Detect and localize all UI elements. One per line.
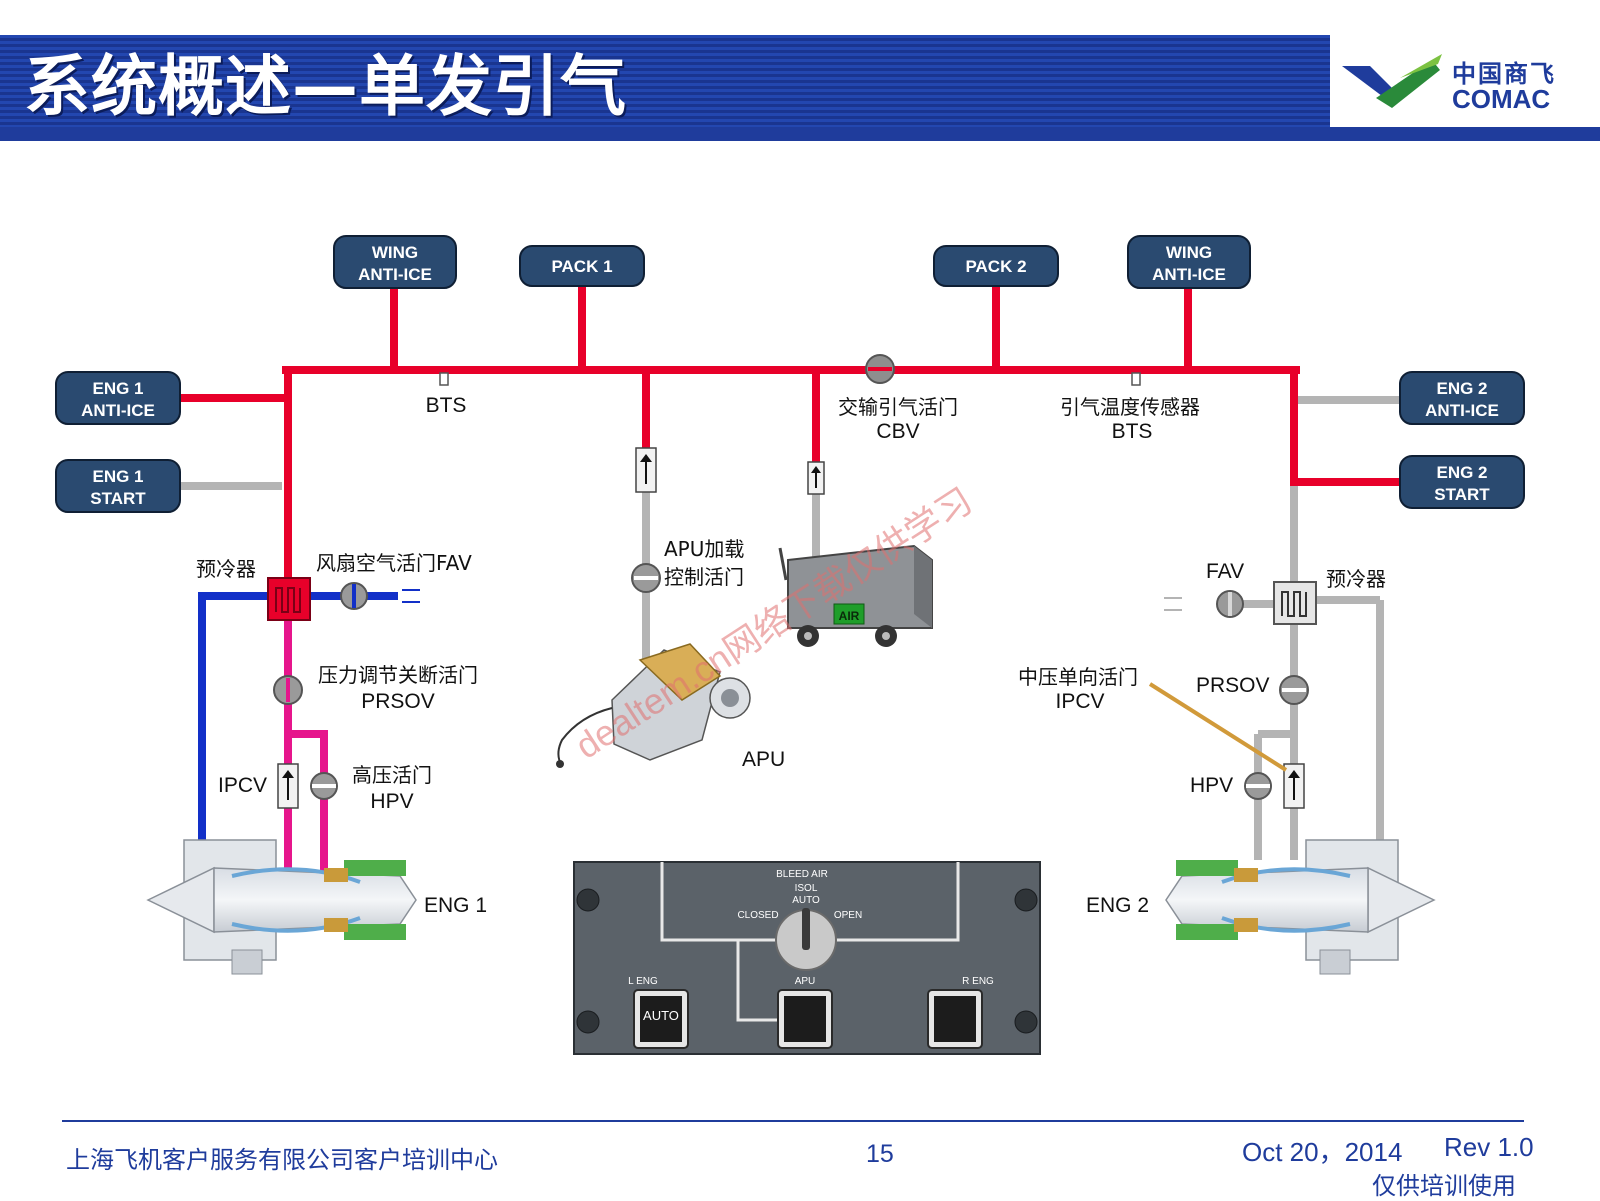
fav-left-label: 风扇空气活门FAV	[316, 551, 472, 575]
svg-text:WING: WING	[372, 243, 418, 262]
cbv-valve	[865, 354, 895, 384]
page-title: 系统概述—单发引气	[24, 48, 627, 125]
bts-label-cn: 引气温度传感器	[1060, 395, 1200, 419]
eng-1-start-box: ENG 1 START	[55, 459, 181, 513]
panel-title: BLEED AIR	[776, 869, 828, 880]
ipcv-leader-line	[1148, 682, 1288, 772]
engine-air-duct	[284, 614, 328, 880]
ground-air-cart-illustration	[778, 544, 933, 647]
panel-closed-label: CLOSED	[737, 910, 778, 921]
inactive-duct-dashes	[1164, 597, 1182, 611]
logo-text-en: COMAC	[1452, 84, 1551, 114]
prsov-valve-right	[1279, 675, 1309, 705]
wing-anti-ice-right-box: WING ANTI-ICE	[1127, 235, 1251, 289]
prsov-right-label: PRSOV	[1196, 674, 1270, 697]
l-eng-bleed-button-legend: AUTO	[643, 1008, 679, 1023]
hpv-valve-left	[310, 772, 338, 800]
svg-text:WING: WING	[1166, 243, 1212, 262]
page-number: 15	[866, 1140, 894, 1168]
eng-1-anti-ice-box: ENG 1 ANTI-ICE	[55, 371, 181, 425]
bts-label-right: BTS	[1112, 420, 1153, 443]
precooler-left-label: 预冷器	[196, 557, 256, 581]
footer-organization: 上海飞机客户服务有限公司客户培训中心	[66, 1146, 498, 1174]
wing-anti-ice-left-box: WING ANTI-ICE	[333, 235, 457, 289]
ipcv-left-label: IPCV	[218, 774, 267, 797]
ipcv-right-label: IPCV	[1055, 690, 1104, 713]
precooler-left	[267, 577, 311, 621]
svg-text:ANTI-ICE: ANTI-ICE	[358, 265, 432, 284]
ipcv-valve-left	[277, 763, 299, 809]
footer-revision: Rev 1.0	[1444, 1132, 1534, 1162]
logo-text-cn: 中国商飞	[1452, 60, 1556, 88]
fav-valve-left	[340, 582, 368, 610]
header-bar	[0, 35, 1330, 141]
pack-1-box: PACK 1	[519, 245, 645, 287]
panel-isol-label: ISOL	[795, 883, 818, 894]
svg-text:ENG 1: ENG 1	[92, 379, 143, 398]
bts-label-left: BTS	[426, 394, 467, 417]
panel-l-eng-label: L ENG	[628, 976, 658, 987]
fav-right-label: FAV	[1206, 560, 1244, 583]
panel-auto-label: AUTO	[792, 895, 820, 906]
prsov-left-label-cn: 压力调节关断活门	[318, 663, 478, 687]
svg-text:ENG 2: ENG 2	[1436, 463, 1487, 482]
precooler-right-label: 预冷器	[1326, 567, 1386, 591]
svg-text:ENG 1: ENG 1	[92, 467, 143, 486]
apu-valve-label-line2: 控制活门	[664, 565, 744, 589]
cbv-label: CBV	[876, 420, 919, 443]
bts-sensor-left	[439, 372, 449, 386]
comac-logo: 中国商飞 COMAC	[1340, 50, 1590, 120]
prsov-left-label: PRSOV	[361, 690, 435, 713]
ipcv-right-label-cn: 中压单向活门	[1018, 665, 1138, 689]
eng-1-label: ENG 1	[424, 894, 487, 917]
svg-text:START: START	[1434, 485, 1490, 504]
panel-apu-label: APU	[795, 976, 816, 987]
eng-2-anti-ice-box: ENG 2 ANTI-ICE	[1399, 371, 1525, 425]
comac-logo-icon	[1342, 54, 1442, 108]
engine-2-illustration	[1165, 839, 1436, 975]
hpv-right-label: HPV	[1190, 774, 1233, 797]
fan-air-duct	[198, 592, 398, 850]
svg-text:PACK 2: PACK 2	[965, 257, 1026, 276]
svg-text:ENG 2: ENG 2	[1436, 379, 1487, 398]
apu-check-valve	[635, 447, 657, 493]
ipcv-valve-right	[1283, 763, 1305, 809]
engine-1-illustration	[146, 839, 417, 975]
prsov-valve-left	[273, 675, 303, 705]
apu-valve-label-line1: APU加载	[664, 537, 744, 561]
hpv-left-label-cn: 高压活门	[352, 763, 432, 787]
eng-2-start-box: ENG 2 START	[1399, 455, 1525, 509]
hpv-valve-right	[1244, 772, 1272, 800]
apu-illustration	[556, 643, 751, 768]
footer-divider	[62, 1120, 1524, 1122]
fan-air-dashes	[402, 589, 420, 603]
svg-text:ANTI-ICE: ANTI-ICE	[1152, 265, 1226, 284]
svg-text:PACK 1: PACK 1	[551, 257, 612, 276]
svg-text:ANTI-ICE: ANTI-ICE	[81, 401, 155, 420]
header-underline	[0, 127, 1600, 141]
footer-training-note: 仅供培训使用	[1372, 1172, 1516, 1200]
bts-sensor-right	[1131, 372, 1141, 386]
air-cart-label: AIR	[839, 609, 860, 623]
hpv-left-label: HPV	[370, 790, 413, 813]
apu-label: APU	[742, 748, 785, 771]
svg-text:START: START	[90, 489, 146, 508]
fav-valve-right	[1216, 590, 1244, 618]
apu-load-control-valve	[631, 563, 661, 593]
eng-2-label: ENG 2	[1086, 894, 1149, 917]
pack-2-box: PACK 2	[933, 245, 1059, 287]
svg-text:ANTI-ICE: ANTI-ICE	[1425, 401, 1499, 420]
panel-open-label: OPEN	[834, 910, 862, 921]
bleed-manifold	[180, 284, 1400, 578]
bleed-air-control-panel	[573, 861, 1041, 1055]
footer-date: Oct 20，2014	[1242, 1137, 1403, 1167]
ground-cart-check-valve	[807, 461, 825, 495]
panel-r-eng-label: R ENG	[962, 976, 994, 987]
precooler-right	[1273, 581, 1317, 625]
cbv-label-cn: 交输引气活门	[838, 395, 958, 419]
